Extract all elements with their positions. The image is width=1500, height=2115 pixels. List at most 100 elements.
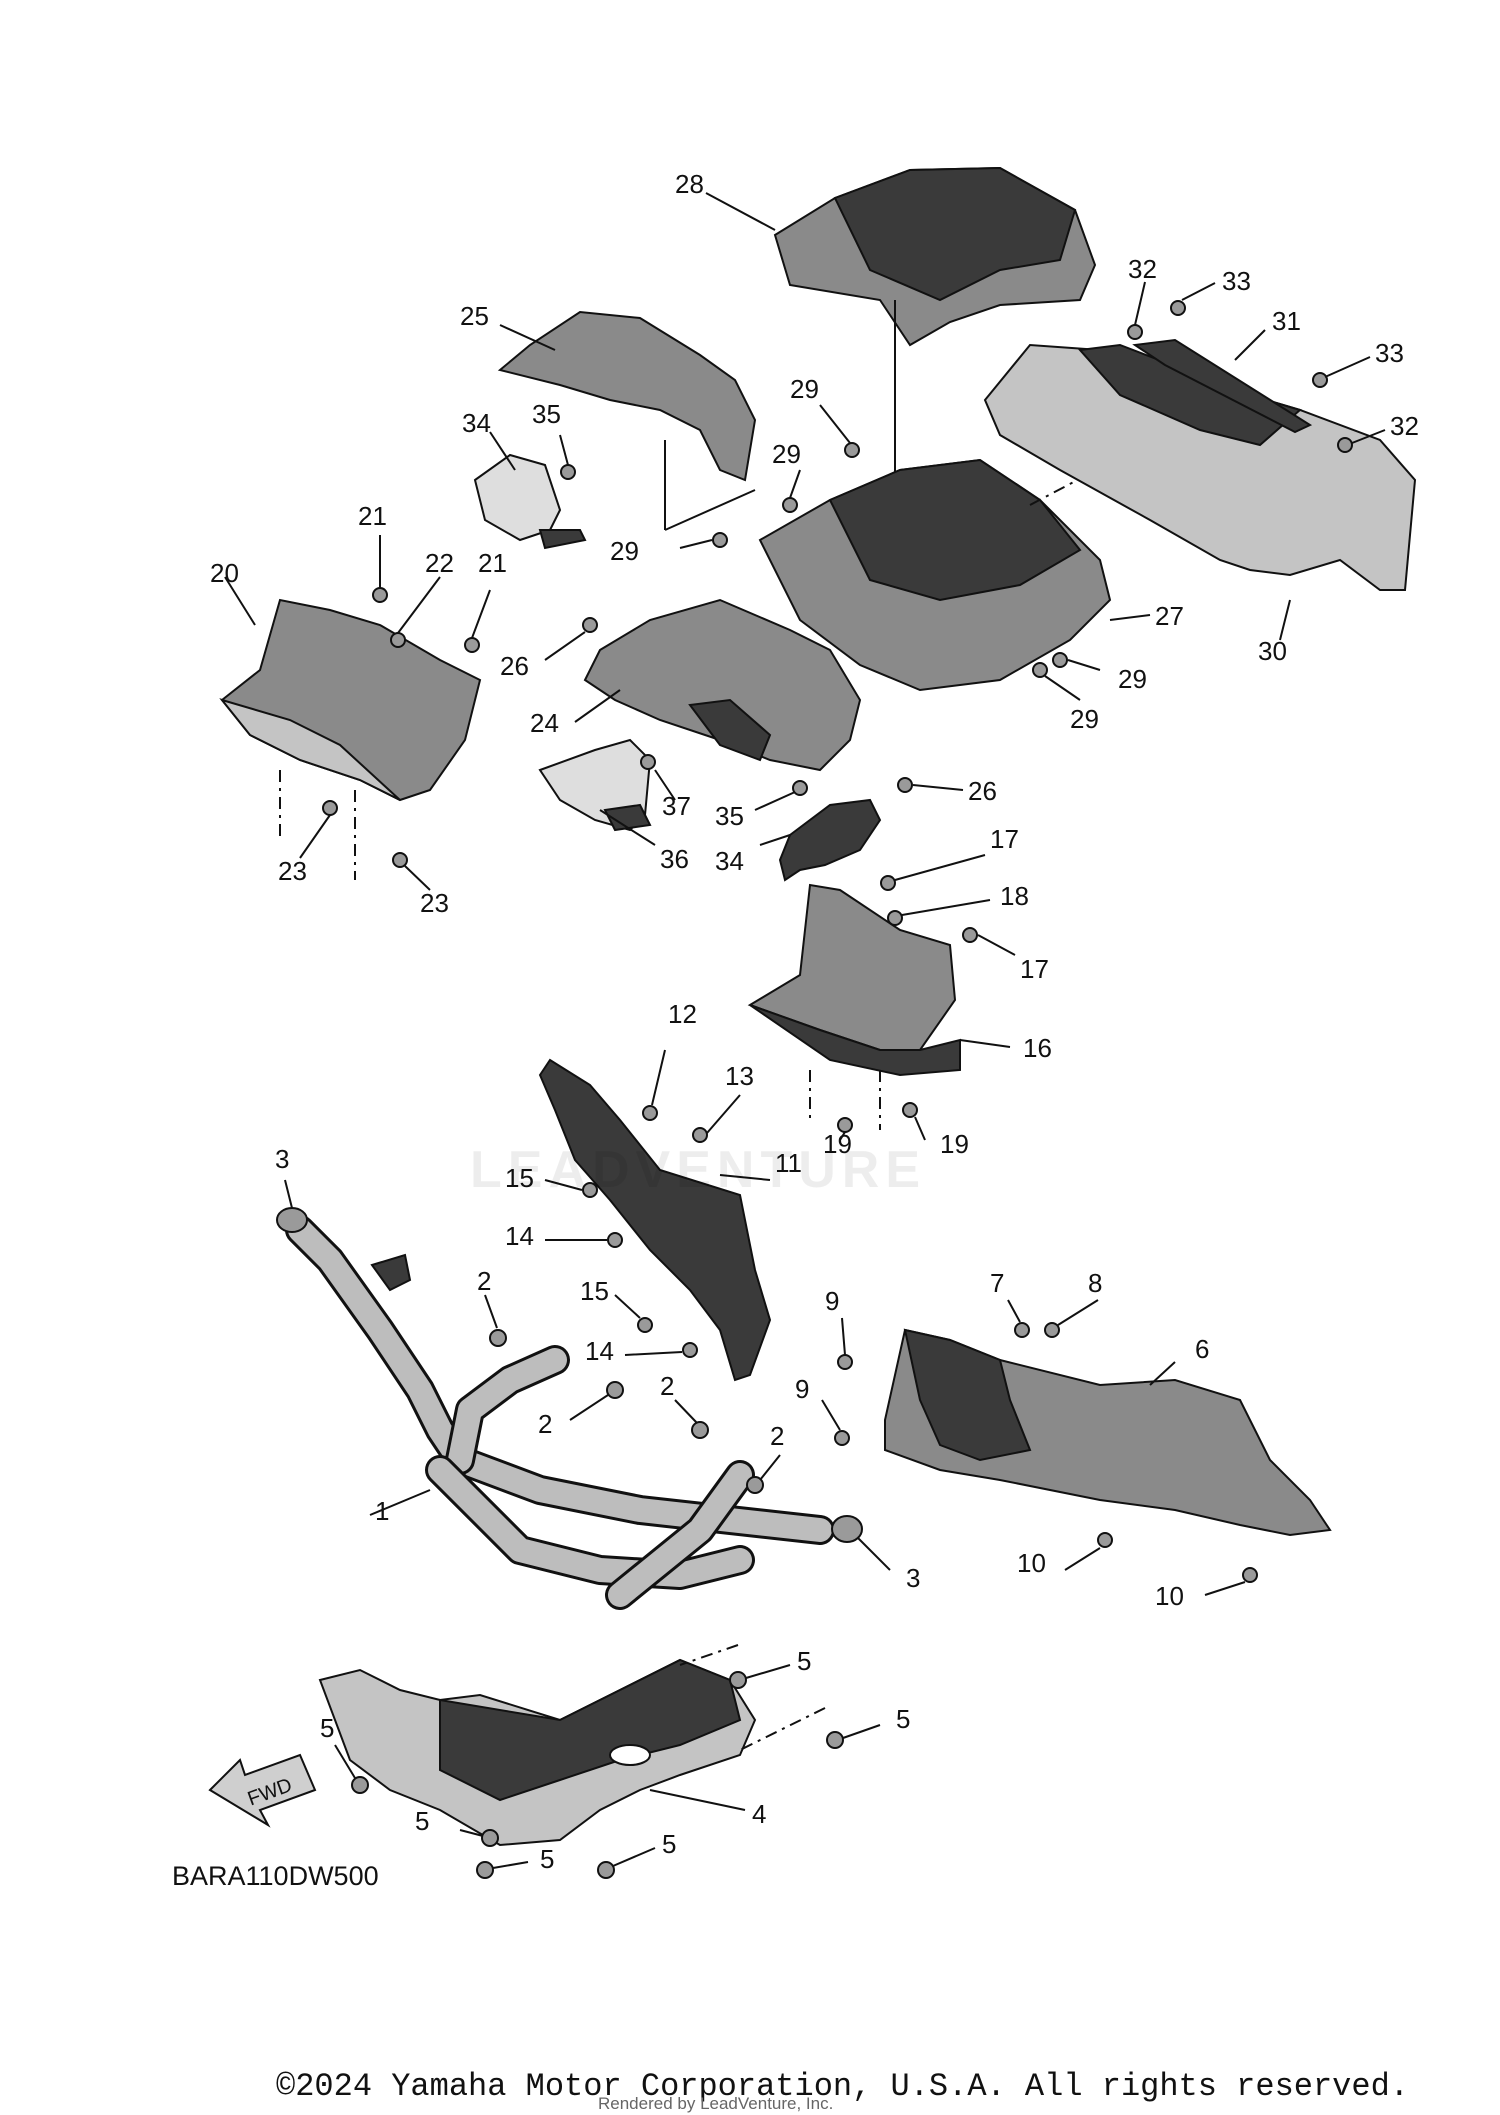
leaders-3	[284, 1179, 891, 1571]
callout-26: 26	[968, 776, 997, 806]
bolt-32-b	[1337, 437, 1353, 453]
bolt-33-a	[1170, 300, 1186, 316]
bolt-10-b	[1242, 1567, 1258, 1583]
bolt-37	[640, 754, 656, 770]
callout-3: 3	[906, 1563, 920, 1593]
callout-11: 11	[775, 1148, 802, 1178]
bolt-35-lower	[792, 780, 808, 796]
leaders-20-group	[299, 535, 491, 891]
callout-14: 14	[585, 1336, 614, 1366]
bolt-18	[887, 910, 903, 926]
part-11-panel	[538, 1058, 772, 1382]
fwd-arrow-icon: FWD	[208, 1753, 317, 1828]
callout-33: 33	[1222, 266, 1251, 296]
callout-15: 15	[505, 1163, 534, 1193]
bolt-5-d	[481, 1829, 499, 1847]
callout-30: 30	[1258, 636, 1287, 666]
leaders-11-group	[544, 1049, 741, 1356]
dash-20-group	[279, 770, 356, 880]
callout-5: 5	[320, 1713, 334, 1743]
bolt-12	[642, 1105, 658, 1121]
part-25-side-cover	[497, 310, 757, 531]
part-6-right-panel	[884, 1328, 1332, 1537]
bolt-21-a	[372, 587, 388, 603]
bolt-23-b	[392, 852, 408, 868]
callout-7: 7	[990, 1268, 1004, 1298]
leaders-16-group	[839, 854, 1016, 1141]
leaders-2	[484, 1294, 781, 1481]
callout-5: 5	[540, 1844, 554, 1874]
callout-21: 21	[478, 548, 507, 578]
grommet-3-right	[831, 1515, 863, 1543]
callout-9: 9	[825, 1286, 839, 1316]
bolt-2-b	[606, 1381, 624, 1399]
callout-23: 23	[278, 856, 307, 886]
bolt-29-d	[1052, 652, 1068, 668]
part-34-bracket-lower	[759, 798, 882, 882]
callout-32: 32	[1128, 254, 1157, 284]
bolt-5-f	[597, 1861, 615, 1879]
callout-20: 20	[210, 558, 239, 588]
leaders-26	[544, 631, 964, 791]
callout-5: 5	[896, 1704, 910, 1734]
callout-18: 18	[1000, 881, 1029, 911]
part-20-left-guard	[219, 576, 482, 802]
part-24-housing	[574, 598, 862, 772]
bolt-23-a	[322, 800, 338, 816]
part-16-guard	[747, 883, 1011, 1077]
bolt-29-e	[1032, 662, 1048, 678]
callout-24: 24	[530, 708, 559, 738]
bolt-21-b	[464, 637, 480, 653]
bolt-17-a	[880, 875, 896, 891]
grommet-3-left	[276, 1207, 308, 1233]
bolt-7	[1014, 1322, 1030, 1338]
bolt-29-a	[844, 442, 860, 458]
callout-25: 25	[460, 301, 489, 331]
bolt-5-e	[476, 1861, 494, 1879]
callout-9: 9	[795, 1374, 809, 1404]
callout-22: 22	[425, 548, 454, 578]
watermark-text: LEADVENTURE	[470, 1141, 927, 1199]
callout-2: 2	[477, 1266, 491, 1296]
bolt-17-b	[962, 927, 978, 943]
bolt-14-a	[607, 1232, 623, 1248]
callout-29: 29	[1118, 664, 1147, 694]
leader-35-lower	[754, 791, 796, 811]
callout-35: 35	[715, 801, 744, 831]
bolt-8	[1044, 1322, 1060, 1338]
bolt-2-a	[489, 1329, 507, 1347]
bolt-22	[390, 632, 406, 648]
dash-16-group	[809, 1070, 881, 1130]
callout-17: 17	[1020, 954, 1049, 984]
callout-12: 12	[668, 999, 697, 1029]
bolt-14-b	[682, 1342, 698, 1358]
bolt-15-a	[582, 1182, 598, 1198]
callout-5: 5	[415, 1806, 429, 1836]
bolt-2-c	[691, 1421, 709, 1439]
bolt-19-b	[902, 1102, 918, 1118]
callout-13: 13	[725, 1061, 754, 1091]
part-4-skid-plate	[318, 1644, 826, 1847]
bolt-26-right	[897, 777, 913, 793]
callout-2: 2	[770, 1421, 784, 1451]
bolt-29-c	[712, 532, 728, 548]
bolt-5-a	[729, 1671, 747, 1689]
callout-2: 2	[660, 1371, 674, 1401]
callout-29: 29	[1070, 704, 1099, 734]
callout-5: 5	[797, 1646, 811, 1676]
callout-17: 17	[990, 824, 1019, 854]
bolt-33-b	[1312, 372, 1328, 388]
bolt-9-b	[834, 1430, 850, 1446]
bolt-10-a	[1097, 1532, 1113, 1548]
part-28-top-cover	[705, 166, 1097, 550]
leaders-30-group	[1134, 281, 1386, 444]
bolt-5-c	[351, 1776, 369, 1794]
leaders-29	[679, 404, 1101, 701]
callout-29: 29	[772, 439, 801, 469]
callout-34: 34	[462, 408, 491, 438]
callout-27: 27	[1155, 601, 1184, 631]
part-31-strip	[1132, 329, 1313, 434]
callout-1: 1	[375, 1496, 389, 1526]
callout-14: 14	[505, 1221, 534, 1251]
